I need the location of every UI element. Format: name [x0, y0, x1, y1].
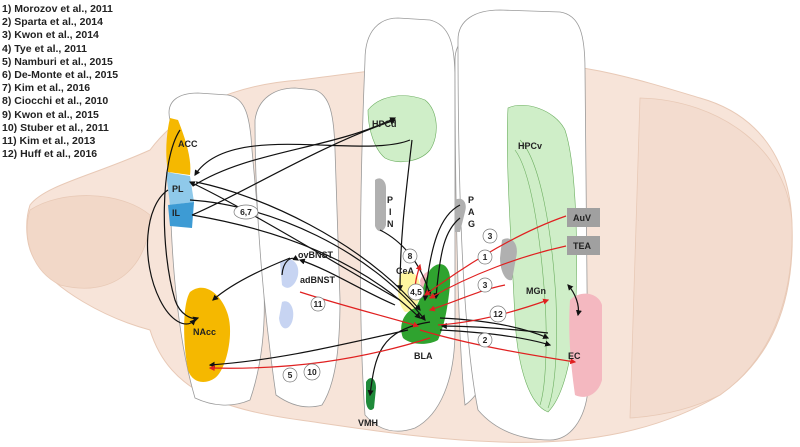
ec-label: EC: [568, 351, 581, 361]
reference-item: 7) Kim et al., 2016: [2, 82, 91, 95]
pathway-label-1: 1: [477, 249, 493, 265]
pag-label-p: P: [468, 195, 474, 205]
pathway-label-2: 2: [477, 332, 493, 348]
svg-text:3: 3: [488, 231, 493, 241]
reference-item: 12) Huff et al., 2016: [2, 148, 98, 161]
bnst-lower-region: [279, 301, 294, 329]
il-region: [168, 202, 194, 228]
reference-item: 4) Tye et al., 2011: [2, 42, 88, 55]
acc-region: [166, 118, 191, 175]
svg-text:4,5: 4,5: [410, 287, 422, 297]
pin-gray-structure: [375, 178, 386, 232]
adbnst-label: adBNST: [300, 275, 336, 285]
hpcd-label: HPCd: [372, 119, 397, 129]
reference-item: 11) Kim et al., 2013: [2, 135, 96, 148]
tea-box: [567, 236, 600, 255]
reference-item: 9) Kwon et al., 2015: [2, 108, 99, 121]
hpcv-label: HPCv: [518, 141, 542, 151]
acc-label: ACC: [178, 139, 198, 149]
nacc-label: NAcc: [193, 327, 216, 337]
svg-text:10: 10: [307, 367, 317, 377]
cea-label: CeA: [396, 266, 415, 276]
pin-label-n: N: [387, 219, 394, 229]
auv-box: [567, 208, 600, 227]
pag-label-g: G: [468, 219, 475, 229]
svg-text:12: 12: [493, 309, 503, 319]
mgn-gray-structure: [500, 238, 517, 281]
pl-region: [166, 172, 194, 205]
svg-text:11: 11: [314, 299, 323, 309]
pag-gray-structure: [455, 198, 466, 232]
pin-label-i: I: [389, 207, 392, 217]
auv-label: AuV: [573, 213, 591, 223]
svg-text:2: 2: [483, 335, 488, 345]
pag-label-a: A: [468, 207, 475, 217]
vmh-label: VMH: [358, 418, 378, 428]
reference-item: 3) Kwon et al., 2014: [2, 29, 99, 42]
pl-label: PL: [172, 184, 184, 194]
cerebellum: [629, 97, 793, 419]
svg-text:8: 8: [408, 251, 413, 261]
ec-region: [569, 293, 602, 397]
pathway-label-5: 5: [282, 367, 298, 383]
bla-label: BLA: [414, 351, 433, 361]
pin-label-p: P: [387, 195, 393, 205]
olfactory-bulb: [26, 195, 151, 289]
bnst-region: [280, 259, 299, 288]
reference-item: 8) Ciocchi et al., 2010: [2, 95, 109, 108]
ovbnst-label: ovBNST: [298, 250, 334, 260]
svg-text:3: 3: [483, 280, 488, 290]
pathway-label-10: 10: [303, 363, 321, 381]
pathway-label-4-5: 4,5: [407, 283, 425, 301]
nacc-region: [184, 287, 231, 382]
svg-text:6,7: 6,7: [240, 207, 252, 217]
pathway-label-8: 8: [402, 248, 418, 264]
reference-list: 1) Morozov et al., 2011 2) Sparta et al.…: [2, 3, 118, 161]
black-pathways: [146, 117, 582, 397]
reference-item: 10) Stuber et al., 2011: [2, 121, 109, 134]
tea-label: TEA: [573, 241, 592, 251]
reference-item: 1) Morozov et al., 2011: [2, 3, 113, 15]
reference-item: 2) Sparta et al., 2014: [2, 16, 103, 29]
pathway-label-3-upper: 3: [482, 228, 498, 244]
reference-item: 6) De-Monte et al., 2015: [2, 69, 119, 82]
svg-text:5: 5: [288, 370, 293, 380]
pathway-label-12: 12: [489, 305, 507, 323]
reference-item: 5) Namburi et al., 2015: [2, 55, 113, 68]
svg-text:1: 1: [483, 252, 488, 262]
pathway-label-11: 11: [310, 296, 326, 312]
pathway-label-3-lower: 3: [477, 277, 493, 293]
pathway-label-6-7: 6,7: [233, 204, 259, 220]
il-label: IL: [172, 208, 181, 218]
slice-bnst: [254, 87, 341, 408]
mgn-label: MGn: [526, 286, 546, 296]
